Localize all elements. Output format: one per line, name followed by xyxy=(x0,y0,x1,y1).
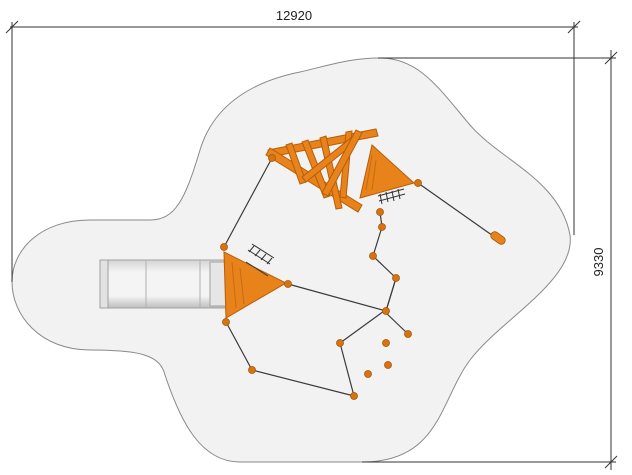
post xyxy=(404,330,412,338)
post xyxy=(382,339,390,347)
post xyxy=(382,307,390,315)
post xyxy=(350,392,358,400)
rope-net xyxy=(223,157,497,397)
rope-anchor-icon xyxy=(490,231,506,245)
post xyxy=(392,274,400,282)
post xyxy=(268,154,276,162)
ladder-icon xyxy=(377,188,406,205)
ladder-icon xyxy=(245,243,275,277)
post xyxy=(336,339,344,347)
slide-icon xyxy=(99,259,227,309)
post xyxy=(369,252,377,260)
post xyxy=(364,370,372,378)
width-dimension-label: 12920 xyxy=(276,8,312,23)
post xyxy=(414,179,422,187)
post xyxy=(384,361,392,369)
post xyxy=(284,280,292,288)
safety-area-outline xyxy=(11,57,571,463)
a-frame-icon xyxy=(265,128,379,213)
post xyxy=(376,208,384,216)
post xyxy=(220,243,228,251)
post xyxy=(248,366,256,374)
triangle-platform-icon xyxy=(359,144,416,199)
height-dimension xyxy=(362,50,618,470)
post xyxy=(378,223,386,231)
post xyxy=(222,318,230,326)
post-icon xyxy=(220,154,422,400)
height-dimension-label: 9330 xyxy=(591,248,606,277)
